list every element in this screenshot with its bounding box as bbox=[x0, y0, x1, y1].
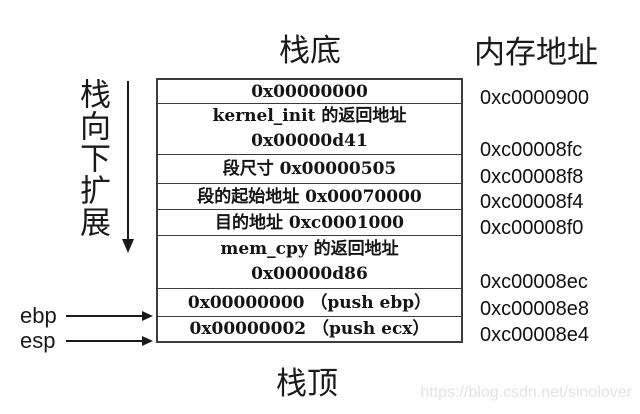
stack-row-text: 0x00000000 bbox=[251, 81, 368, 102]
stack-row: kernel_init 的返回地址 0x00000d41 bbox=[158, 104, 461, 155]
stack-table: 0x00000000 kernel_init 的返回地址 0x00000d41 … bbox=[156, 78, 463, 343]
esp-label: esp bbox=[20, 328, 56, 353]
stack-bottom-label: 栈底 bbox=[279, 33, 341, 68]
esp-arrow-icon bbox=[66, 340, 144, 342]
stack-row-text: 0x00000000 （push ebp） bbox=[187, 292, 432, 313]
memory-address-value: 0xc00008f8 bbox=[480, 166, 584, 188]
memory-address-value: 0xc00008f4 bbox=[480, 191, 584, 213]
memory-address-value: 0xc00008e4 bbox=[480, 324, 589, 346]
memory-address-value: 0xc00008ec bbox=[480, 271, 588, 293]
stack-row: 段的起始地址 0x00070000 bbox=[158, 184, 461, 210]
stack-row: 0x00000000 （push ebp） bbox=[158, 289, 461, 317]
esp-arrow-icon-head bbox=[142, 336, 153, 346]
ebp-arrow-icon-head bbox=[142, 311, 153, 321]
stack-row-text: 目的地址 0xc0001000 bbox=[214, 212, 405, 233]
stack-row: 段尺寸 0x00000505 bbox=[158, 155, 461, 184]
ebp-label: ebp bbox=[20, 303, 57, 328]
stack-row: 目的地址 0xc0001000 bbox=[158, 210, 461, 236]
ebp-arrow-icon bbox=[66, 315, 144, 317]
stack-row-text: mem_cpy 的返回地址 0x00000d86 bbox=[220, 239, 399, 284]
stack-row-text: 段尺寸 0x00000505 bbox=[222, 159, 397, 179]
watermark: https://blog.csdn.net/sinolover bbox=[420, 384, 632, 401]
memory-address-label: 内存地址 bbox=[474, 35, 598, 70]
down-arrow-icon bbox=[127, 81, 129, 239]
stack-row: 0x00000000 bbox=[158, 80, 461, 104]
down-arrow-icon-head bbox=[122, 239, 134, 253]
memory-address-value: 0xc00008e8 bbox=[480, 298, 589, 320]
stack-row-text: kernel_init 的返回地址 0x00000d41 bbox=[212, 106, 407, 151]
stack-row: mem_cpy 的返回地址 0x00000d86 bbox=[158, 236, 461, 289]
memory-address-value: 0xc00008f0 bbox=[480, 217, 584, 239]
stack-row-text: 段的起始地址 0x00070000 bbox=[197, 186, 422, 207]
memory-address-value: 0xc0000900 bbox=[480, 87, 589, 109]
stack-row-text: 0x00000002 （push ecx） bbox=[189, 319, 430, 339]
memory-address-value: 0xc00008fc bbox=[480, 139, 583, 161]
stack-row: 0x00000002 （push ecx） bbox=[158, 317, 461, 341]
grow-direction-label: 栈向下扩展 bbox=[75, 78, 110, 238]
stack-top-label: 栈顶 bbox=[276, 366, 338, 401]
